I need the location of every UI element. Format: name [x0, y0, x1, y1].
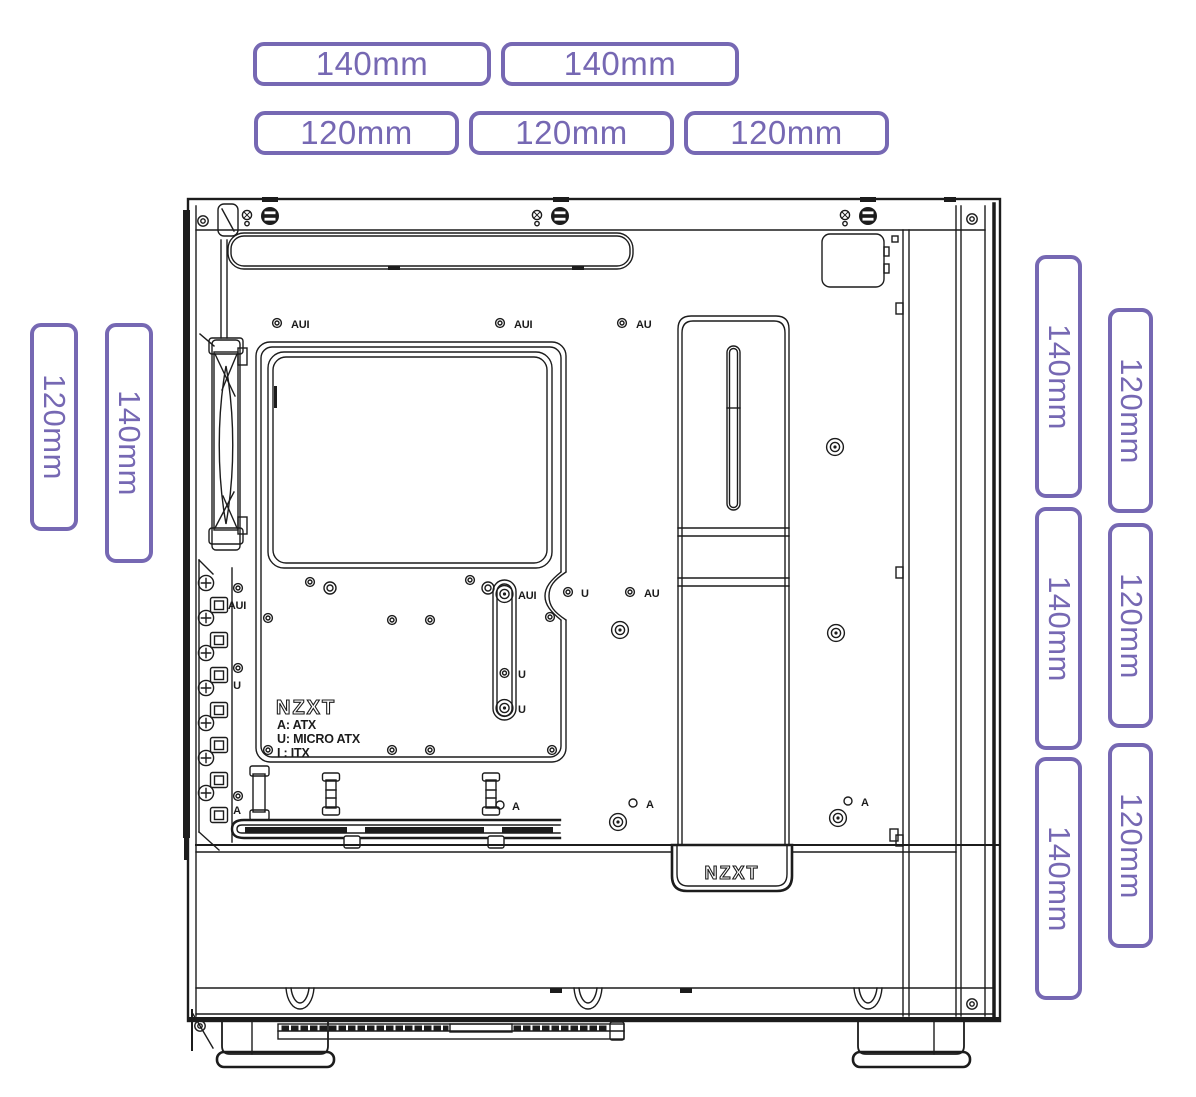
fan-size-label-front-140-1: 140mm	[1035, 255, 1082, 498]
rear-bottom-bracket	[191, 1009, 214, 1051]
fan-size-text: 140mm	[315, 45, 429, 82]
standoff-label: AUI	[514, 319, 532, 331]
standoff-label: A	[861, 797, 869, 809]
top-panel-details	[197, 203, 978, 339]
tray-legend: A: ATX U: MICRO ATX I : ITX	[277, 718, 361, 760]
fan-size-label-front-120-2: 120mm	[1108, 523, 1153, 728]
pci-slots	[197, 559, 233, 851]
standoff-label: AUI	[228, 600, 246, 612]
fan-size-label-top-120-2: 120mm	[469, 111, 674, 155]
rear-top-bracket	[217, 203, 239, 339]
standoff-label: AUI	[291, 319, 309, 331]
standoff-label: AU	[644, 588, 660, 600]
fan-size-label-top-140-2: 140mm	[501, 42, 739, 86]
front-panel	[895, 205, 962, 1017]
top-io-cutout	[821, 233, 899, 288]
standoff-label: U	[233, 680, 241, 692]
standoffs	[232, 317, 853, 832]
fan-size-label-rear-140: 140mm	[105, 323, 153, 563]
fan-size-text: 140mm	[563, 45, 677, 82]
fan-size-label-front-140-2: 140mm	[1035, 507, 1082, 750]
standoff-labels: AUI AUI AU AUI U A AUI U U U AU A A A	[228, 319, 869, 817]
standoff-label: AUI	[518, 590, 536, 602]
top-vent	[227, 232, 634, 270]
cable-tie-rail	[230, 765, 562, 849]
cpu-cutout	[267, 351, 553, 569]
standoff-label: U	[581, 588, 589, 600]
case-foot-right	[851, 1020, 972, 1069]
fan-size-label-top-120-1: 120mm	[254, 111, 459, 155]
fan-size-label-top-120-3: 120mm	[684, 111, 889, 155]
fan-size-label-front-140-3: 140mm	[1035, 757, 1082, 1000]
standoff-label: A	[233, 805, 241, 817]
dust-filter	[277, 1021, 625, 1041]
nzxt-logo-bar: NZXT	[705, 863, 760, 883]
standoff-label: U	[518, 669, 526, 681]
cable-management-bar	[670, 315, 794, 893]
fan-size-label-front-120-3: 120mm	[1108, 743, 1153, 948]
case-bottom	[188, 987, 1000, 1069]
fan-size-label-front-120-1: 120mm	[1108, 308, 1153, 513]
fan-size-label-rear-120: 120mm	[30, 323, 78, 531]
legend-line-micro-atx: U: MICRO ATX	[277, 732, 361, 746]
standoff-label: U	[518, 704, 526, 716]
legend-line-itx: I : ITX	[277, 746, 310, 760]
standoff-label: A	[646, 799, 654, 811]
standoff-label: A	[512, 801, 520, 813]
fan-size-text: 120mm	[515, 114, 628, 151]
case-foot-left	[215, 1020, 336, 1069]
fan-size-text: 120mm	[300, 114, 413, 151]
fan-size-label-top-140-1: 140mm	[253, 42, 491, 86]
rear-fan-mount	[199, 333, 248, 551]
nzxt-logo-tray: NZXT	[276, 697, 336, 719]
legend-line-atx: A: ATX	[277, 718, 317, 732]
standoff-label: AU	[636, 319, 652, 331]
fan-size-text: 120mm	[730, 114, 843, 151]
